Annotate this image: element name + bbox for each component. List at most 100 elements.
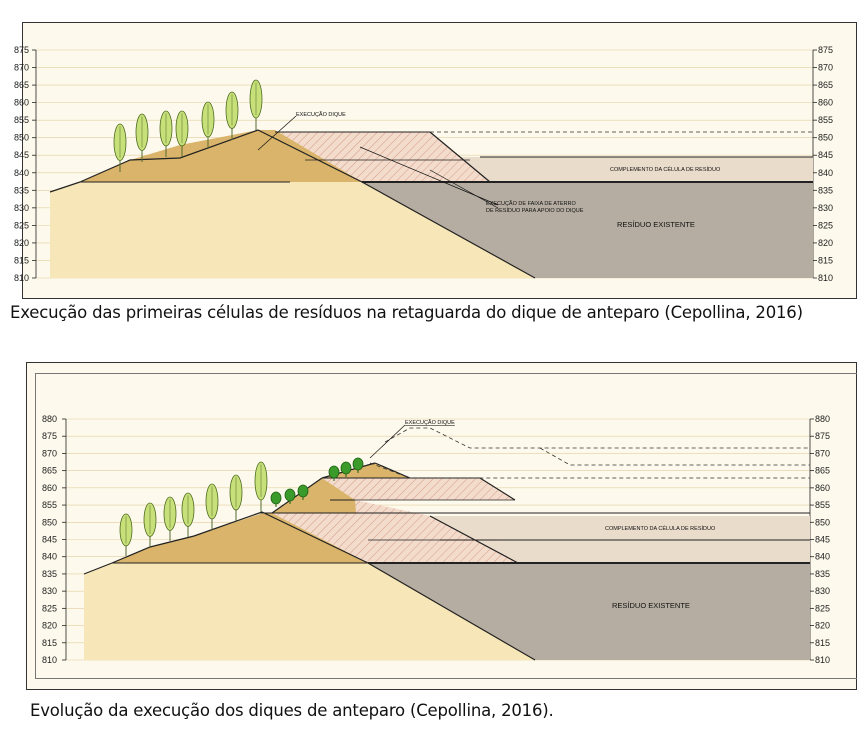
- y-tick-label-left: 865: [14, 80, 29, 90]
- y-tick-label-right: 875: [815, 431, 830, 441]
- diagram-2: 880 875 870 865 860 855 850 845 840 835 830 825 820 8…: [0, 360, 857, 720]
- diagram-1-dike: [80, 130, 362, 182]
- y-tick-label-right: 845: [818, 150, 833, 160]
- diagram-1-trees: [113, 79, 263, 172]
- diagram-1-label-existing-waste: RESÍDUO EXISTENTE: [617, 220, 695, 229]
- y-tick-label-right: 860: [815, 483, 830, 493]
- y-tick-label-left: 825: [42, 603, 57, 613]
- diagram-1-cell-complement: [450, 157, 813, 182]
- diagram-1: 875 870 865 860 855 850 845 840 835 830 825 820 815 8…: [0, 0, 857, 322]
- diagram-2-y-axis-right: 8808758708658608558508458408358308258208…: [809, 414, 830, 665]
- tree-icon: [113, 123, 127, 172]
- tree-icon: [135, 113, 149, 162]
- diagram-1-outline: [79, 129, 536, 279]
- y-tick-label-left: 855: [42, 500, 57, 510]
- y-tick-label-right: 820: [818, 238, 833, 248]
- y-tick-label-right: 875: [818, 45, 833, 55]
- y-tick-label-left: 850: [14, 133, 29, 143]
- tree-icon: [254, 461, 268, 512]
- y-tick-label-right: 815: [815, 638, 830, 648]
- tree-icon: [249, 79, 263, 130]
- y-tick-label-right: 880: [815, 414, 830, 424]
- y-tick-label-left: 845: [14, 150, 29, 160]
- tree-icon: [119, 513, 133, 556]
- tree-icon: [143, 502, 157, 547]
- tree-icon: [175, 110, 189, 157]
- y-tick-label-right: 810: [818, 273, 833, 283]
- diagram-2-trees: [119, 461, 268, 556]
- y-tick-label-right: 870: [815, 448, 830, 458]
- tree-icon: [229, 474, 243, 521]
- y-tick-label-left: 850: [42, 517, 57, 527]
- diagram-1-svg: 875 870 865 860 855 850 845 840 835 830 825 820 815 8…: [14, 45, 833, 283]
- diagram-2-strip-fill: [272, 500, 518, 563]
- y-tick-label-left: 840: [42, 552, 57, 562]
- y-tick-label-left: 835: [14, 185, 29, 195]
- y-tick-label-right: 850: [815, 517, 830, 527]
- y-tick-label-left: 860: [42, 483, 57, 493]
- y-tick-label-left: 865: [42, 466, 57, 476]
- shrub-icon: [328, 465, 340, 481]
- diagram-1-caption: Execução das primeiras células de resídu…: [10, 303, 803, 322]
- y-tick-label-right: 850: [818, 133, 833, 143]
- y-tick-label-right: 835: [818, 185, 833, 195]
- y-tick-label-right: 830: [815, 586, 830, 596]
- y-tick-label-left: 830: [14, 203, 29, 213]
- diagram-2-svg: 880 875 870 865 860 855 850 845 840 835 830 825 820 8…: [42, 414, 830, 665]
- y-tick-label-left: 820: [14, 238, 29, 248]
- tree-icon: [163, 496, 177, 541]
- y-tick-label-right: 815: [818, 255, 833, 265]
- y-tick-label-left: 840: [14, 168, 29, 178]
- y-tick-label-right: 825: [815, 603, 830, 613]
- diagram-2-shrubs: [270, 457, 364, 507]
- diagram-1-existing-waste: [362, 182, 813, 278]
- y-tick-label-right: 865: [815, 466, 830, 476]
- shrub-icon: [270, 491, 282, 507]
- y-tick-label-right: 820: [815, 621, 830, 631]
- diagram-1-y-axis-right: 875 870 865 860 855 850 845 840 835 830 825 820 815 8…: [812, 45, 833, 283]
- shrub-icon: [297, 484, 309, 500]
- y-tick-label-left: 870: [42, 448, 57, 458]
- diagram-1-label-cell-complement: COMPLEMENTO DA CÉLULA DE RESÍDUO: [610, 166, 721, 173]
- y-tick-label-right: 865: [818, 80, 833, 90]
- diagram-2-caption: Evolução da execução dos diques de antep…: [30, 701, 554, 720]
- y-tick-label-left: 880: [42, 414, 57, 424]
- y-tick-label-right: 870: [818, 63, 833, 73]
- y-tick-label-right: 835: [815, 569, 830, 579]
- y-tick-label-left: 815: [14, 255, 29, 265]
- y-tick-label-right: 860: [818, 98, 833, 108]
- tree-icon: [181, 492, 195, 537]
- y-tick-label-left: 845: [42, 535, 57, 545]
- y-tick-label-left: 860: [14, 98, 29, 108]
- diagram-2-y-axis-left: 8808758708658608558508458408358308258208…: [42, 414, 67, 665]
- tree-icon: [159, 110, 173, 157]
- diagram-1-y-axis-left: 8758708658608558508458408358308258208158…: [14, 45, 37, 283]
- y-tick-label-left: 870: [14, 63, 29, 73]
- y-tick-label-right: 830: [818, 203, 833, 213]
- y-tick-label-right: 845: [815, 535, 830, 545]
- tree-icon: [225, 91, 239, 140]
- y-tick-label-left: 830: [42, 586, 57, 596]
- y-tick-label-left: 875: [42, 431, 57, 441]
- tree-icon: [205, 483, 219, 530]
- y-tick-label-right: 825: [818, 220, 833, 230]
- y-tick-label-left: 810: [42, 655, 57, 665]
- y-tick-label-left: 810: [14, 273, 29, 283]
- shrub-icon: [284, 488, 296, 504]
- diagram-2-label-existing-waste: RESÍDUO EXISTENTE: [612, 601, 690, 610]
- y-tick-label-left: 815: [42, 638, 57, 648]
- y-tick-label-right: 855: [815, 500, 830, 510]
- y-tick-label-left: 855: [14, 115, 29, 125]
- diagram-2-foundation: [84, 563, 535, 660]
- diagram-1-label-strip-line1: EXECUÇÃO DE FAIXA DE ATERRO: [486, 200, 576, 207]
- y-tick-label-left: 820: [42, 621, 57, 631]
- y-tick-label-right: 840: [818, 168, 833, 178]
- y-tick-label-right: 810: [815, 655, 830, 665]
- diagram-2-future-profile: [369, 462, 810, 479]
- y-tick-label-right: 855: [818, 115, 833, 125]
- tree-icon: [201, 101, 215, 148]
- shrub-icon: [340, 461, 352, 477]
- diagram-2-label-cell-complement: COMPLEMENTO DA CÉLULA DE RESÍDUO: [605, 525, 716, 532]
- diagram-2-dike: [112, 513, 368, 563]
- diagram-2-existing-waste: [368, 563, 810, 660]
